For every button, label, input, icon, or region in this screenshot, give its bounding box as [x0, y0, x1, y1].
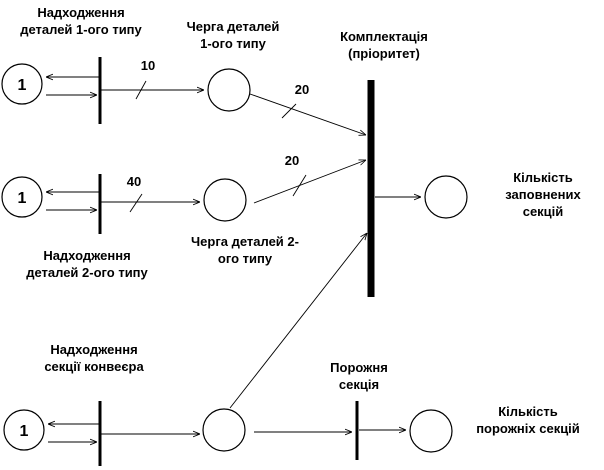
row-type2: 1 40 20 — [1, 153, 366, 234]
empty-sections-place — [409, 409, 453, 453]
source-type2-token: 1 — [18, 190, 27, 207]
weight-tick-2 — [281, 103, 297, 119]
weight-20-upper: 20 — [295, 82, 309, 97]
label-queue2: Черга деталей 2-ого типу — [191, 234, 299, 266]
weight-tick-3 — [129, 193, 143, 213]
arc-queue1-to-assembly — [249, 93, 366, 135]
weight-20-lower: 20 — [285, 153, 299, 168]
source-place-type2 — [1, 176, 43, 218]
source-conveyor-token: 1 — [20, 423, 29, 440]
arc-section-to-assembly — [229, 233, 367, 409]
weight-40: 40 — [127, 174, 141, 189]
weight-10: 10 — [141, 58, 155, 73]
row-type1: 1 10 20 — [1, 57, 366, 135]
weight-tick-1 — [135, 80, 147, 100]
weight-tick-4 — [292, 174, 307, 197]
filled-sections-place — [424, 175, 468, 219]
queue2-place — [203, 178, 247, 222]
queue1-place — [207, 68, 251, 112]
source-type1-token: 1 — [18, 77, 27, 94]
row-conveyor: 1 — [3, 233, 453, 466]
assembly-group — [367, 80, 468, 297]
source-place-conveyor — [3, 409, 45, 451]
arc-queue2-to-assembly — [253, 160, 366, 204]
label-assembly: Комплектація(пріоритет) — [340, 29, 428, 61]
section-place — [202, 408, 246, 452]
source-place-type1 — [1, 63, 43, 105]
